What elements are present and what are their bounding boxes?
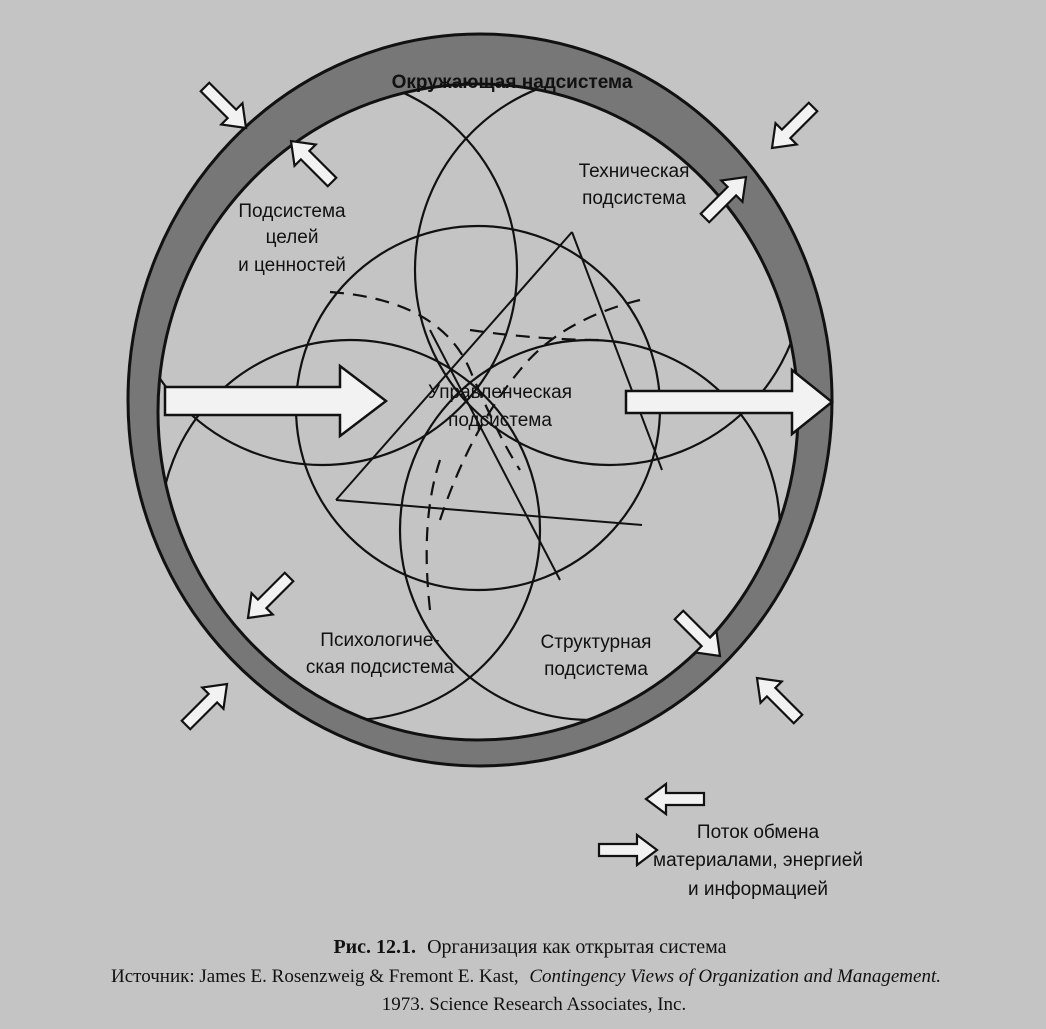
svg-text:подсистема: подсистема xyxy=(544,659,648,680)
svg-text:Психологиче-: Психологиче- xyxy=(320,630,439,651)
goals-subsystem-circle xyxy=(158,84,519,467)
hidden-arc-bottom xyxy=(425,459,442,611)
svg-text:ская подсистема: ская подсистема xyxy=(306,657,455,678)
svg-text:целей: целей xyxy=(266,227,319,248)
connector-line xyxy=(571,231,663,471)
svg-text:Подсистема: Подсистема xyxy=(238,201,346,222)
output-flow-arrow xyxy=(624,367,835,437)
psychological-subsystem-label: Психологиче- ская подсистема xyxy=(306,630,455,678)
structural-subsystem-label: Структурная подсистема xyxy=(541,632,652,680)
hidden-arc-mid xyxy=(469,328,601,342)
svg-text:Управленческая: Управленческая xyxy=(428,382,572,403)
exchange-arrow-icon xyxy=(180,682,229,731)
legend-arrow-left-icon xyxy=(644,781,706,817)
connector-line xyxy=(335,231,573,501)
svg-text:Поток обмена: Поток обмена xyxy=(697,822,820,843)
svg-text:материалами, энергией: материалами, энергией xyxy=(653,850,863,871)
legend-arrow-right-icon xyxy=(597,832,659,868)
environment-label: Окружающая надсистема xyxy=(392,72,633,93)
hidden-arc-right xyxy=(438,298,641,521)
managerial-subsystem-label: Управленческая подсистема xyxy=(428,382,572,431)
legend-label: Поток обмена материалами, энергией и инф… xyxy=(653,822,863,900)
figure-caption-title: Рис. 12.1. Организация как открытая сист… xyxy=(333,936,726,958)
figure-caption-source: Источник: James E. Rosenzweig & Fremont … xyxy=(111,966,941,987)
exchange-arrow-icon xyxy=(755,676,804,725)
input-flow-arrow xyxy=(163,363,389,439)
goals-subsystem-label: Подсистема целей и ценностей xyxy=(238,201,346,276)
exchange-arrow-icon xyxy=(673,609,722,658)
svg-text:Техническая: Техническая xyxy=(579,161,690,182)
svg-text:подсистема: подсистема xyxy=(582,188,686,209)
exchange-arrow-icon xyxy=(246,571,295,620)
svg-text:Структурная: Структурная xyxy=(541,632,652,653)
svg-text:и ценностей: и ценностей xyxy=(238,255,346,276)
technical-subsystem-circle xyxy=(413,84,798,467)
figure-caption-publisher: 1973. Science Research Associates, Inc. xyxy=(382,994,686,1015)
hidden-arc-left xyxy=(329,290,521,471)
exchange-arrow-icon xyxy=(699,175,748,224)
connector-line xyxy=(335,499,643,526)
exchange-arrow-icon xyxy=(289,139,338,188)
connector-line xyxy=(429,329,561,581)
technical-subsystem-label: Техническая подсистема xyxy=(579,161,690,209)
svg-text:и информацией: и информацией xyxy=(688,879,828,900)
exchange-arrow-icon xyxy=(770,101,819,150)
exchange-arrow-icon xyxy=(199,81,248,130)
svg-text:подсистема: подсистема xyxy=(448,410,552,431)
